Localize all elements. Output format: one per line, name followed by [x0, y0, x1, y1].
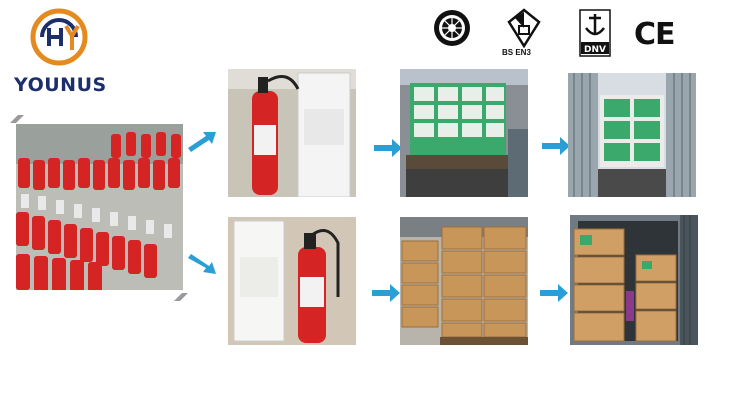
container-front-photo	[568, 73, 696, 197]
gray-tab-decoration	[172, 290, 190, 302]
certification-wheel-icon	[432, 8, 472, 48]
dnv-anchor-icon: DNV	[578, 8, 612, 58]
younus-logo-mark	[28, 6, 90, 68]
unit-with-box-photo	[228, 69, 356, 197]
brand-name: YOUNUS	[14, 74, 107, 96]
factory-stock-photo	[16, 124, 183, 290]
arrow-right-icon	[538, 281, 572, 305]
kitemark-icon	[505, 8, 543, 58]
arrow-right-icon	[370, 281, 404, 305]
loaded-container-photo	[570, 215, 698, 345]
arrow-right-icon	[372, 136, 406, 160]
dnv-label: DNV	[584, 45, 606, 55]
gray-tab-decoration	[8, 112, 26, 124]
arrow-right-icon	[186, 254, 220, 278]
carton-pallet-photo	[400, 217, 528, 345]
kitemark-label: BS EN3	[502, 48, 531, 57]
loaded-truck-photo	[400, 69, 528, 197]
ce-mark: CE	[634, 17, 676, 52]
unit-with-box-photo-2	[228, 217, 356, 345]
arrow-right-icon	[540, 134, 574, 158]
arrow-right-icon	[186, 128, 220, 152]
